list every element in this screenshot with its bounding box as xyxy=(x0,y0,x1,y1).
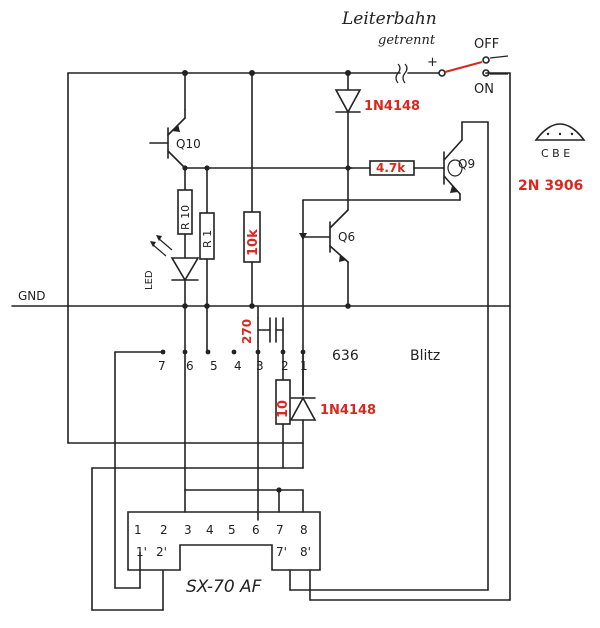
q10-collector xyxy=(167,150,186,169)
r-10-label: 10 xyxy=(276,400,291,418)
switch-plus: + xyxy=(427,55,438,70)
trace-break-mark xyxy=(395,63,401,84)
pin-label: 2 xyxy=(281,359,289,373)
connector-pin-label: 6 xyxy=(252,523,260,537)
switch-contact xyxy=(482,56,490,64)
q9-emitter xyxy=(443,175,461,195)
connector-pin-label: 2' xyxy=(156,545,167,559)
switch-arrow xyxy=(489,55,509,59)
connector-pin-label: 3 xyxy=(184,523,192,537)
title-line1: Leiterbahn xyxy=(341,9,437,29)
pin-label: 3 xyxy=(256,359,264,373)
chip-label: 636 xyxy=(332,348,359,364)
led-symbol xyxy=(170,257,200,282)
transistor-package-icon xyxy=(534,123,586,141)
led-arrow-icon xyxy=(150,241,156,247)
q6-label: Q6 xyxy=(338,230,355,244)
q10-label: Q10 xyxy=(176,137,201,151)
led-label: LED xyxy=(144,270,155,290)
connector-pin-label: 1 xyxy=(134,523,142,537)
q10-arrow-icon xyxy=(172,124,180,132)
transistor-part-label: 2N 3906 xyxy=(518,178,583,194)
r1-label: R 1 xyxy=(201,230,214,248)
r-4k7-label: 4.7k xyxy=(376,161,406,175)
pin-dot xyxy=(231,349,237,355)
pin-dot xyxy=(570,132,574,136)
connector-pin-label: 8 xyxy=(300,523,308,537)
pin-dot xyxy=(546,132,550,136)
pin-label: 4 xyxy=(234,359,242,373)
diode-bottom-symbol xyxy=(289,396,317,421)
connector-pin-label: 2 xyxy=(160,523,168,537)
arrow-icon xyxy=(299,233,307,240)
title-line2: getrennt xyxy=(378,33,436,48)
junction-dot xyxy=(345,303,351,309)
led-arrow-icon xyxy=(156,235,162,241)
gnd-label: GND xyxy=(18,289,46,303)
q9-collector xyxy=(443,139,463,161)
blitz-label: Blitz xyxy=(410,348,440,364)
q6-arrow-icon xyxy=(339,254,347,262)
led-light-arrow xyxy=(157,237,173,251)
pin-label: 5 xyxy=(210,359,218,373)
q9-arrow-icon xyxy=(450,186,458,193)
connector-pin-label: 7 xyxy=(276,523,284,537)
diode-bottom-label: 1N4148 xyxy=(320,403,376,418)
diode-top-symbol xyxy=(334,89,362,114)
switch-contact xyxy=(438,69,446,77)
pin-dot xyxy=(558,132,562,136)
diode-top-label: 1N4148 xyxy=(364,99,420,114)
connector-pin-label: 7' xyxy=(276,545,287,559)
connector-pin-label: 5 xyxy=(228,523,236,537)
r-10k-label: 10k xyxy=(246,229,261,256)
c-270-label: 270 xyxy=(240,319,254,344)
switch-off-label: OFF xyxy=(474,37,499,52)
pin-label: 7 xyxy=(158,359,166,373)
q9-circle xyxy=(447,159,463,177)
pin-label: 1 xyxy=(300,359,308,373)
connector-outline xyxy=(127,511,321,571)
connector-pin-label: 1' xyxy=(136,545,147,559)
pinout-label: C B E xyxy=(541,147,570,160)
r10-label: R 10 xyxy=(179,205,192,230)
led-light-arrow xyxy=(151,243,167,257)
junction-dot xyxy=(249,303,255,309)
pin-label: 6 xyxy=(186,359,194,373)
trace-break-mark xyxy=(402,63,408,84)
switch-on-label: ON xyxy=(474,82,494,97)
switch-lever[interactable] xyxy=(444,60,483,74)
junction-dot xyxy=(182,70,188,76)
connector-pin-label: 8' xyxy=(300,545,311,559)
q6-collector xyxy=(329,209,349,229)
connector-pin-label: 4 xyxy=(206,523,214,537)
connector-label: SX-70 AF xyxy=(186,577,262,597)
